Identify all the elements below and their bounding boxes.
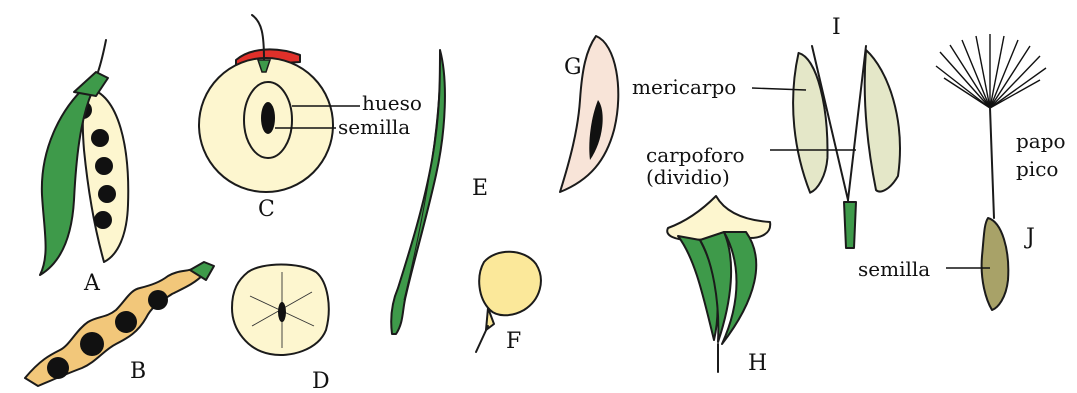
pea-seed (94, 211, 112, 229)
figure-b-lomentum: B (25, 262, 214, 386)
lomentum-seed (47, 357, 69, 379)
label-hueso: hueso (362, 91, 422, 115)
label-d: D (312, 369, 330, 393)
figure-i-schizocarp: I mericarpo carpoforo (dividio) (632, 15, 900, 248)
label-i: I (832, 15, 841, 40)
lomentum-seed (115, 311, 137, 333)
label-papo: papo (1016, 129, 1066, 153)
figure-h-capsule-perianth: H (667, 196, 770, 376)
label-g: G (564, 55, 582, 80)
label-a: A (83, 271, 101, 296)
label-dividio: (dividio) (646, 165, 730, 189)
label-semilla-c: semilla (338, 115, 410, 139)
label-j: J (1024, 225, 1035, 250)
lomentum-seed (148, 290, 168, 310)
lomentum-seed (80, 332, 104, 356)
label-e: E (472, 176, 488, 201)
drupe-seed (261, 102, 275, 134)
label-carpoforo: carpoforo (646, 143, 745, 167)
label-f: F (506, 329, 521, 354)
pea-seed (98, 185, 116, 203)
pappus-bristles (936, 34, 1046, 108)
figure-g-follicle: G (560, 36, 618, 192)
label-mericarpo: mericarpo (632, 75, 736, 99)
label-h: H (748, 351, 767, 376)
figure-c-drupe: hueso semilla C (199, 15, 422, 222)
pea-seed (95, 157, 113, 175)
label-semilla-j: semilla (858, 257, 930, 281)
label-c: C (258, 197, 275, 222)
label-b: B (130, 359, 146, 384)
pea-seed (91, 129, 109, 147)
label-pico: pico (1016, 157, 1058, 181)
figure-f-capsule: F (476, 252, 541, 354)
figure-d-disc-fruit: D (232, 265, 330, 393)
figure-a-legume-pod: A (40, 40, 128, 296)
